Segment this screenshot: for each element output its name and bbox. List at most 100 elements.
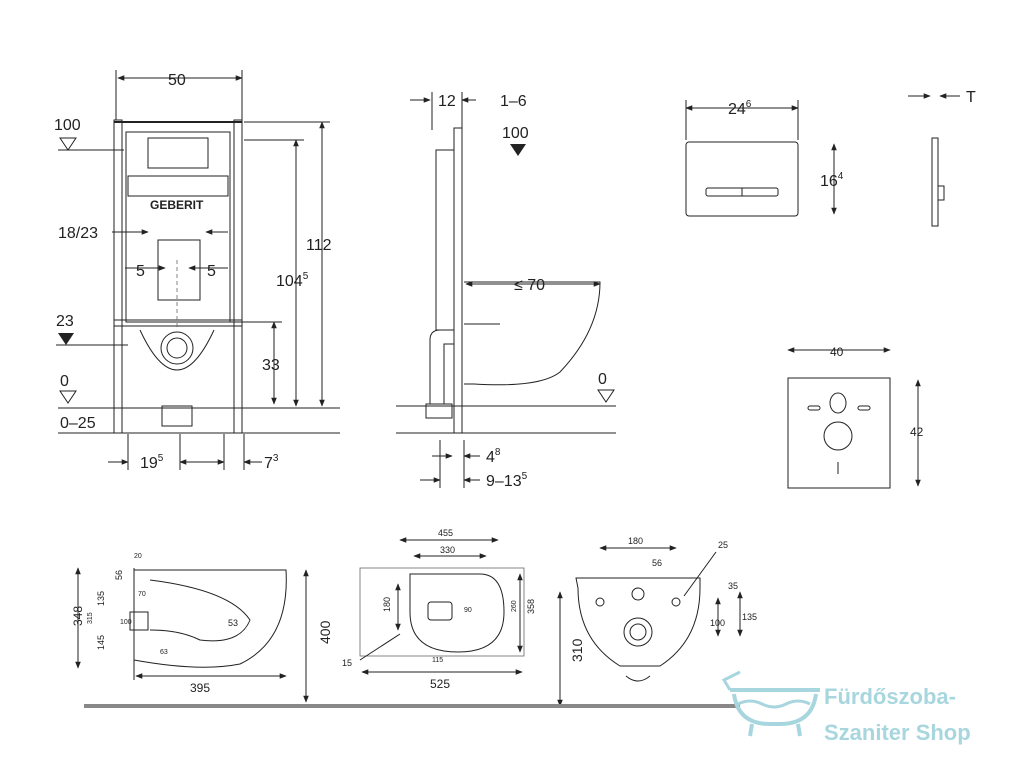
dim-164-text: 164 <box>820 171 844 190</box>
dim-112-text: 112 <box>306 237 332 254</box>
flush-plate-button-profile <box>937 185 945 201</box>
toilet-top-inner <box>427 601 453 621</box>
dim-400-text: 400 <box>317 620 333 644</box>
cistern-side <box>435 149 455 331</box>
dim-70-text: 70 <box>138 591 146 598</box>
dim-260-text: 260 <box>511 600 518 612</box>
dim-73-text: 73 <box>264 453 279 472</box>
toilet-side-outline <box>133 569 287 668</box>
level-marker-open <box>59 390 77 404</box>
dim-135-text: 135 <box>742 612 757 622</box>
level-23-text: 23 <box>56 313 74 330</box>
waste-pipe <box>425 403 453 419</box>
frame-side <box>453 127 463 434</box>
dim-330-text: 330 <box>440 545 455 555</box>
dim-53-text: 53 <box>228 618 238 628</box>
back-bolt-left <box>595 597 605 607</box>
dim-180-text: 180 <box>628 536 643 546</box>
cistern-opening <box>147 137 209 169</box>
dim-90-text: 90 <box>464 607 472 614</box>
flush-plate: 246 164 T <box>685 89 976 227</box>
dim-455-text: 455 <box>438 528 453 538</box>
brand-label: GEBERIT <box>150 198 204 212</box>
dim-5-right-text: 5 <box>207 263 216 280</box>
dim-100-text: 100 <box>710 618 725 628</box>
dim-395-text: 395 <box>190 681 210 695</box>
drain-elbow <box>429 329 455 405</box>
cistern-label-band <box>127 175 229 197</box>
level-marker-open <box>597 389 615 403</box>
dim-100-text: 100 <box>120 619 132 626</box>
dim-35-text: 35 <box>728 581 738 591</box>
back-water-inlet <box>631 587 645 601</box>
front-view: GEBERIT 50 100 18/23 5 5 112 1045 <box>54 70 340 472</box>
frame-post-left <box>113 119 123 434</box>
dim-40-text: 40 <box>830 345 844 359</box>
insulation-pad: 40 42 <box>787 345 924 489</box>
side-outlet <box>129 611 149 631</box>
pad-outline <box>787 377 891 489</box>
toilet-side-inner <box>149 579 251 642</box>
dim-56-text: 56 <box>114 570 124 580</box>
dim-525-text: 525 <box>430 677 450 691</box>
toilet-top-view: 455 330 180 90 260 358 15 115 525 <box>342 528 536 691</box>
pad-water-hole <box>829 392 847 414</box>
frame-cross-rail <box>113 319 243 327</box>
bathtub-logo-icon <box>721 670 820 737</box>
dim-1-6-text: 1–6 <box>500 93 527 110</box>
dim-33-text: 33 <box>262 357 280 374</box>
dim-180-text: 180 <box>382 597 392 612</box>
dim-t-text: T <box>966 89 976 106</box>
dim-42-text: 42 <box>910 425 924 439</box>
flush-plate-outline <box>685 141 799 217</box>
drain-outlet-circle <box>160 331 194 365</box>
dim-12-text: 12 <box>438 93 456 110</box>
frame-post-right <box>233 119 243 434</box>
leader-25 <box>683 551 717 597</box>
dim-18-23-text: 18/23 <box>58 225 98 242</box>
toilet-top-outline <box>409 573 505 653</box>
dim-48-text: 48 <box>486 447 501 466</box>
range-0-25-text: 0–25 <box>60 415 96 432</box>
level-100-text: 100 <box>502 125 529 142</box>
watermark-line1: Fürdőszoba- <box>824 684 956 709</box>
watermark-line2: Szaniter Shop <box>824 720 971 745</box>
bowl-side <box>464 281 601 386</box>
toilet-back-outline <box>575 577 701 667</box>
dim-25-text: 25 <box>718 540 728 550</box>
waste-connector <box>161 405 193 427</box>
dim-315-text: 315 <box>87 612 94 624</box>
level-100-text: 100 <box>54 117 81 134</box>
level-marker-filled <box>510 144 526 156</box>
dim-le70-text: ≤ 70 <box>514 277 545 294</box>
watermark: Fürdőszoba- Szaniter Shop <box>721 670 971 745</box>
dim-15-text: 15 <box>342 658 352 668</box>
pad-slot-left <box>807 405 821 411</box>
toilet-back-view: 180 56 25 35 100 135 310 <box>557 536 757 707</box>
back-outlet-inner <box>629 623 647 641</box>
pad-slot-right <box>857 405 871 411</box>
flush-plate-profile <box>931 137 939 227</box>
bowl-outline <box>139 329 215 371</box>
level-0-text: 0 <box>60 373 69 390</box>
dim-348-text: 348 <box>71 606 85 626</box>
dim-63-text: 63 <box>160 649 168 656</box>
dim-135-text: 135 <box>96 591 106 606</box>
drain-pipe <box>157 239 201 301</box>
dim-115-text: 115 <box>432 657 443 664</box>
dim-50-text: 50 <box>168 72 186 89</box>
top-wall-outline <box>359 567 525 657</box>
toilet-side-view: 348 315 135 145 56 20 70 100 53 63 395 4… <box>71 553 333 703</box>
level-marker-open <box>59 137 77 151</box>
dim-358-text: 358 <box>526 599 536 614</box>
dim-195-text: 195 <box>140 453 164 472</box>
dim-20-text: 20 <box>134 553 142 560</box>
cistern-body <box>125 131 231 323</box>
back-foot <box>625 675 651 682</box>
dim-246-text: 246 <box>728 99 752 118</box>
dim-145-text: 145 <box>96 635 106 650</box>
level-0-text: 0 <box>598 371 607 388</box>
dim-56-text: 56 <box>652 558 662 568</box>
pad-drain-hole <box>823 421 853 451</box>
back-bolt-right <box>671 597 681 607</box>
